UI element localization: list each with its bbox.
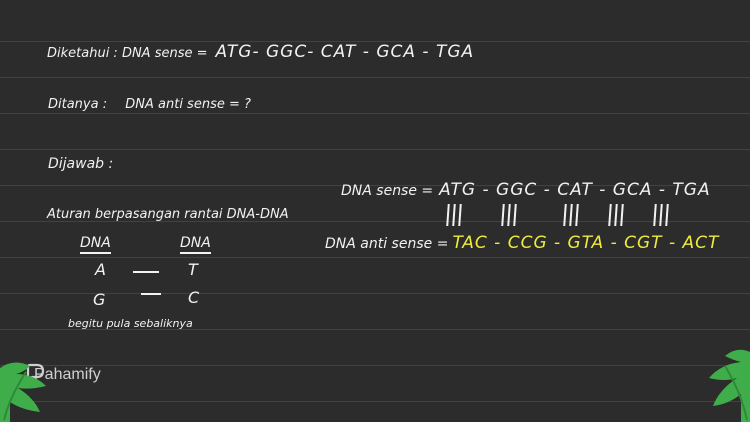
rule-column-dna-1: DNA bbox=[80, 235, 111, 254]
pair-g-right: C bbox=[188, 288, 200, 307]
given-line: Diketahui : DNA sense = ATG- GGC- CAT - G… bbox=[47, 42, 474, 62]
pair-a-dash bbox=[133, 271, 159, 273]
given-sequence: ATG- GGC- CAT - GCA - TGA bbox=[215, 42, 475, 62]
rule-note: begitu pula sebaliknya bbox=[68, 317, 193, 330]
anti-sense-line: DNA anti sense =TAC - CCG - GTA - CGT - … bbox=[325, 233, 719, 253]
anti-sense-sequence: TAC - CCG - GTA - CGT - ACT bbox=[452, 233, 720, 253]
base-pair-lines-4 bbox=[608, 204, 627, 228]
pair-g-left: G bbox=[93, 290, 106, 309]
leaf-left-icon bbox=[0, 362, 46, 422]
pahamify-logo-text: Pahamify bbox=[34, 366, 101, 383]
base-pair-lines-1 bbox=[446, 204, 465, 228]
sense-sequence: ATG - GGC - CAT - GCA - TGA bbox=[439, 180, 711, 200]
anti-sense-label: DNA anti sense = bbox=[325, 236, 449, 252]
rule-column-dna-2: DNA bbox=[180, 235, 211, 254]
pair-a-right: T bbox=[188, 260, 198, 279]
pair-g-dash bbox=[141, 293, 161, 295]
asked-label: Ditanya : bbox=[48, 97, 108, 112]
base-pair-lines-2 bbox=[501, 204, 520, 228]
base-pair-lines-3 bbox=[563, 204, 582, 228]
rule-title: Aturan berpasangan rantai DNA-DNA bbox=[47, 207, 289, 222]
asked-text: DNA anti sense = ? bbox=[125, 97, 251, 112]
sense-line: DNA sense = ATG - GGC - CAT - GCA - TGA bbox=[341, 180, 711, 200]
given-label: Diketahui : DNA sense = bbox=[47, 46, 208, 61]
pair-a-left: A bbox=[95, 260, 106, 279]
leaf-right-icon bbox=[709, 349, 750, 422]
sense-label: DNA sense = bbox=[341, 183, 434, 199]
answer-label: Dijawab : bbox=[48, 156, 114, 172]
asked-line: Ditanya : DNA anti sense = ? bbox=[48, 97, 251, 112]
base-pair-lines-5 bbox=[653, 204, 672, 228]
